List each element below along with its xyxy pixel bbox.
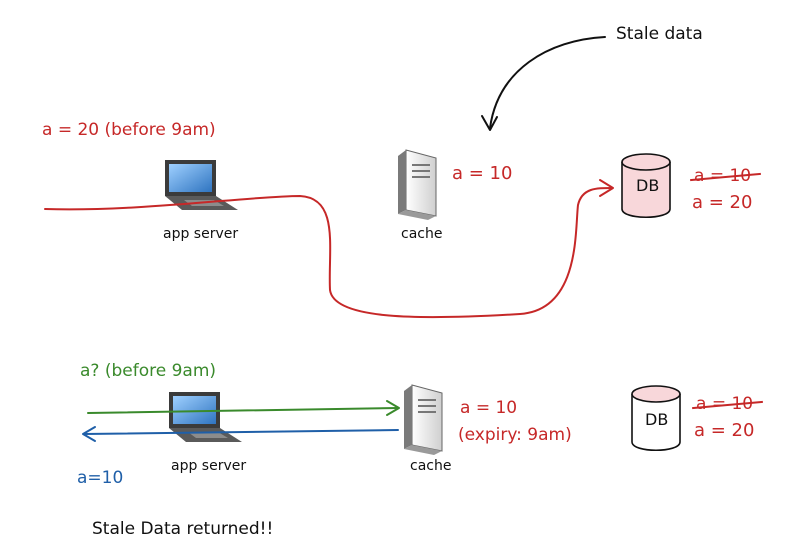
app-server-label: app server bbox=[171, 458, 247, 474]
db-new-value: a = 20 bbox=[692, 192, 753, 213]
cache-value: a = 10 bbox=[460, 398, 518, 418]
database-cylinder-icon bbox=[621, 153, 671, 218]
stale-data-arrow bbox=[481, 36, 606, 131]
response-arrow bbox=[82, 426, 399, 442]
db-new-value: a = 20 bbox=[694, 420, 755, 441]
server-tower-icon bbox=[404, 384, 443, 455]
stale-data-annotation: Stale data bbox=[616, 24, 703, 44]
cache-label: cache bbox=[410, 458, 452, 474]
read-label: a? (before 9am) bbox=[80, 361, 217, 381]
response-label: a=10 bbox=[77, 468, 124, 488]
db-old-value: a = 10 bbox=[690, 166, 762, 186]
laptop-icon bbox=[169, 392, 242, 442]
server-tower-icon bbox=[398, 149, 437, 220]
cache-expiry: (expiry: 9am) bbox=[458, 425, 572, 445]
database-cylinder-icon bbox=[631, 385, 681, 451]
db-old-value: a = 10 bbox=[692, 394, 764, 414]
db-label: DB bbox=[636, 176, 660, 195]
app-server-label: app server bbox=[163, 226, 239, 242]
write-label: a = 20 (before 9am) bbox=[42, 120, 216, 140]
db-label: DB bbox=[645, 410, 669, 429]
read-arrow bbox=[87, 400, 400, 416]
footer-note: Stale Data returned!! bbox=[92, 519, 274, 539]
write-arrow bbox=[44, 179, 614, 319]
cache-value: a = 10 bbox=[452, 163, 513, 184]
cache-label: cache bbox=[401, 226, 443, 242]
